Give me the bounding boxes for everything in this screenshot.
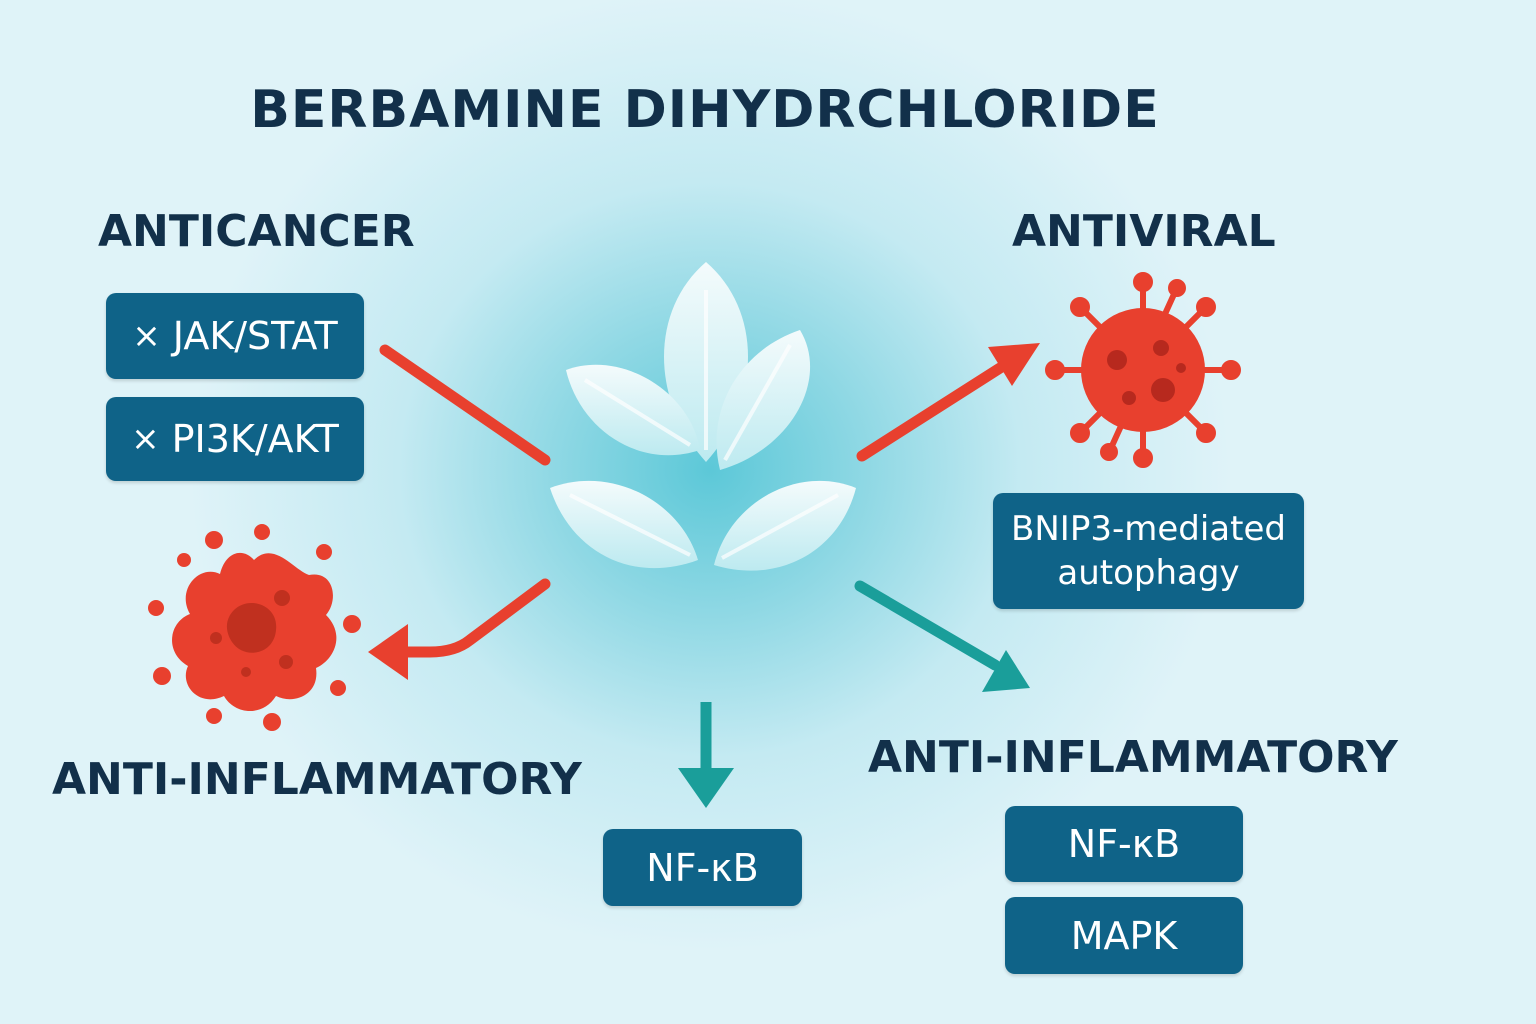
page-title: BERBAMINE DIHYDRCHLORIDE	[250, 80, 1160, 140]
anti-inflammatory-left-arrow	[368, 578, 551, 680]
center-nfkb-box: NF-κB	[603, 829, 802, 906]
cancer-cell-icon	[148, 524, 361, 731]
inhibit-mark: ×	[131, 419, 160, 459]
right-nfkb-box: NF-κB	[1005, 806, 1243, 882]
plant-icon	[550, 262, 856, 668]
antiviral-arrow	[856, 343, 1040, 462]
anti-inflammatory-left-heading: ANTI-INFLAMMATORY	[52, 754, 582, 805]
virus-icon	[1045, 272, 1241, 468]
center-down-arrow	[678, 702, 734, 808]
jak-stat-box: × JAK/STAT	[106, 293, 364, 379]
pi3k-akt-box: × PI3K/AKT	[106, 397, 364, 481]
jak-stat-label: JAK/STAT	[172, 314, 338, 358]
anticancer-heading: ANTICANCER	[98, 206, 415, 257]
anticancer-connector	[379, 344, 551, 466]
mapk-box: MAPK	[1005, 897, 1243, 974]
bnip3-line2: autophagy	[1057, 553, 1240, 593]
bnip3-autophagy-box: BNIP3-mediated autophagy	[993, 493, 1304, 609]
anti-inflammatory-right-heading: ANTI-INFLAMMATORY	[868, 732, 1398, 783]
inhibit-mark: ×	[132, 316, 161, 356]
antiviral-heading: ANTIVIRAL	[1012, 206, 1276, 257]
bnip3-line1: BNIP3-mediated	[1011, 509, 1286, 549]
pi3k-akt-label: PI3K/AKT	[171, 417, 339, 461]
anti-inflammatory-right-arrow	[854, 580, 1030, 692]
